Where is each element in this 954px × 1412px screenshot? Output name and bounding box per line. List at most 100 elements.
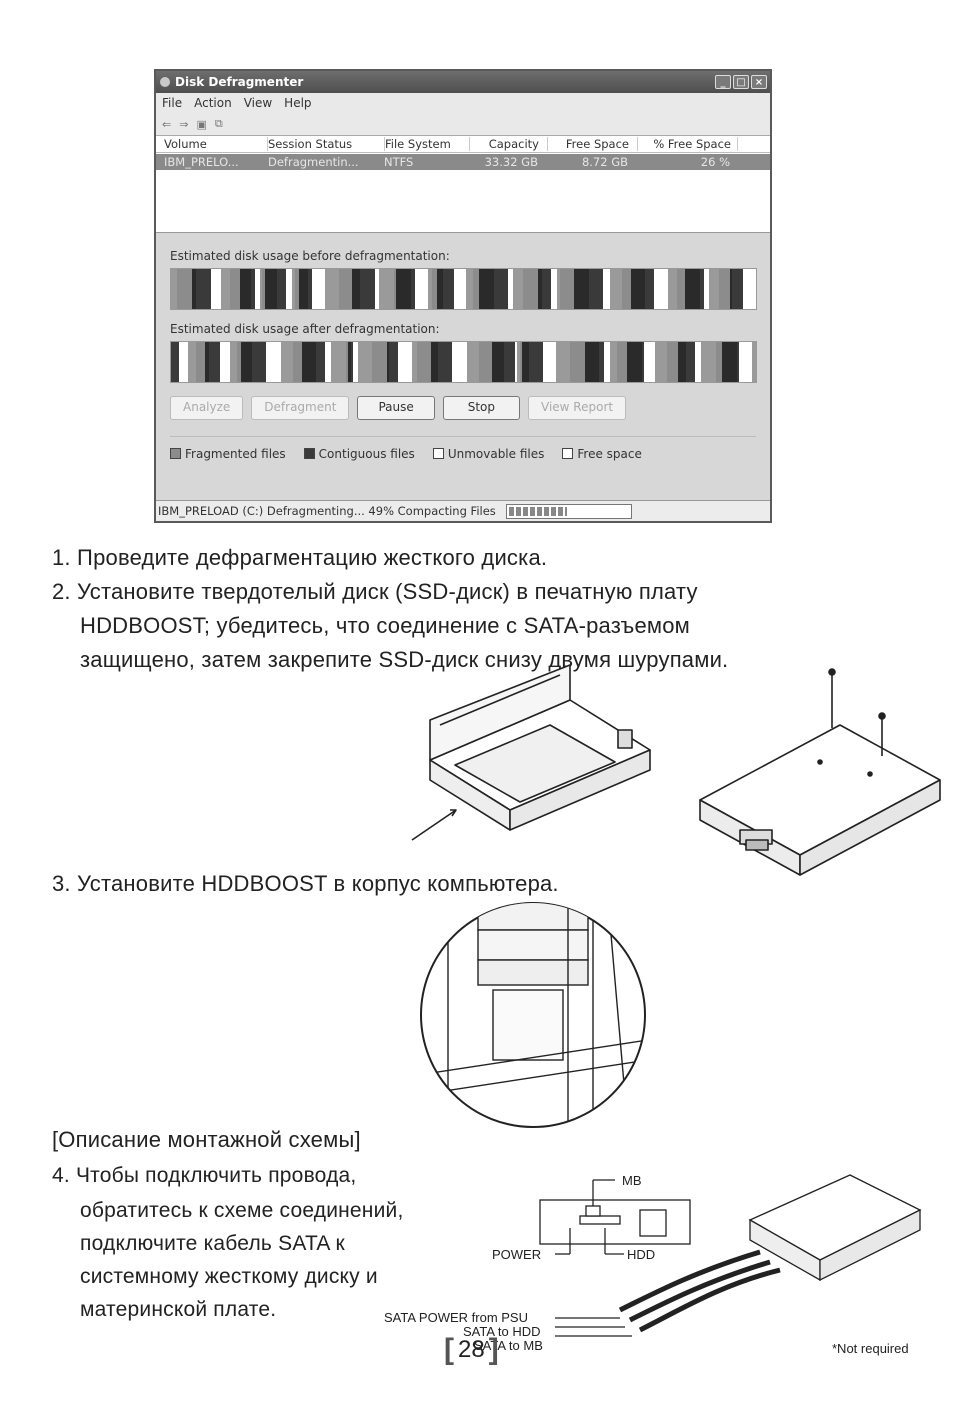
usage-segment bbox=[352, 269, 360, 309]
usage-segment bbox=[240, 269, 251, 309]
usage-segment bbox=[277, 269, 286, 309]
usage-segment bbox=[557, 269, 560, 309]
legend-unmovable: Unmovable files bbox=[432, 447, 545, 461]
maximize-button[interactable]: □ bbox=[733, 75, 749, 89]
usage-segment bbox=[237, 342, 241, 382]
forward-arrow-icon[interactable]: ⇒ bbox=[179, 117, 189, 131]
usage-segment bbox=[346, 342, 348, 382]
legend-free-label: Free space bbox=[577, 447, 642, 461]
view-report-button[interactable]: View Report bbox=[528, 396, 627, 420]
help-icon[interactable]: ⧉ bbox=[214, 117, 223, 130]
usage-segment bbox=[437, 269, 443, 309]
usage-segment bbox=[351, 342, 353, 382]
column-file-system[interactable]: File System bbox=[385, 137, 470, 151]
page-number-text: 28 bbox=[458, 1336, 485, 1363]
usage-segment bbox=[394, 269, 396, 309]
menu-help[interactable]: Help bbox=[284, 96, 312, 110]
usage-segment bbox=[375, 269, 379, 309]
progress-bar bbox=[505, 503, 632, 519]
menu-view[interactable]: View bbox=[243, 96, 273, 110]
usage-segment bbox=[353, 342, 358, 382]
app-icon bbox=[160, 77, 170, 87]
usage-segment bbox=[325, 342, 331, 382]
label-mb: MB bbox=[622, 1173, 642, 1188]
window-title: Disk Defragmenter bbox=[175, 75, 304, 89]
usage-segment bbox=[644, 342, 655, 382]
usage-segment bbox=[701, 342, 716, 382]
usage-segment bbox=[251, 269, 255, 309]
free-space-swatch bbox=[562, 448, 574, 459]
not-required-note: *Not required bbox=[832, 1341, 909, 1356]
usage-segment bbox=[262, 269, 265, 309]
usage-segment bbox=[221, 269, 230, 309]
step-4-text-2: обратитесь к схеме соединений, bbox=[80, 1199, 404, 1222]
usage-segment bbox=[522, 342, 529, 382]
usage-segment bbox=[492, 342, 504, 382]
usage-segment bbox=[515, 342, 517, 382]
usage-segment bbox=[523, 269, 538, 309]
usage-segment bbox=[479, 342, 492, 382]
label-sata-hdd: SATA to HDD bbox=[463, 1324, 541, 1339]
usage-segment bbox=[348, 342, 351, 382]
usage-segment bbox=[230, 269, 240, 309]
usage-segment bbox=[196, 269, 211, 309]
analyze-button[interactable]: Analyze bbox=[170, 396, 244, 420]
usage-segment bbox=[325, 269, 339, 309]
usage-segment bbox=[589, 269, 603, 309]
usage-segment bbox=[622, 269, 631, 309]
usage-segment bbox=[695, 342, 701, 382]
right-bracket-icon: ] bbox=[488, 1333, 499, 1366]
usage-segment bbox=[752, 342, 756, 382]
usage-segment bbox=[520, 342, 522, 382]
volume-row[interactable]: IBM_PRELO... Defragmentin... NTFS 33.32 … bbox=[156, 154, 770, 170]
minimize-button[interactable]: _ bbox=[715, 75, 731, 89]
usage-segment bbox=[389, 342, 398, 382]
usage-segment bbox=[654, 269, 668, 309]
step-4-text-4: системному жесткому диску и bbox=[80, 1265, 378, 1288]
legend: Fragmented files Contiguous files Unmova… bbox=[170, 436, 756, 461]
stop-button[interactable]: Stop bbox=[442, 396, 521, 420]
usage-segment bbox=[443, 269, 454, 309]
properties-icon[interactable]: ▣ bbox=[196, 117, 207, 131]
label-sata-power: SATA POWER from PSU bbox=[384, 1310, 528, 1325]
usage-segment bbox=[438, 342, 452, 382]
column-percent-free[interactable]: % Free Space bbox=[638, 137, 738, 151]
usage-segment bbox=[293, 342, 302, 382]
usage-segment bbox=[417, 342, 431, 382]
usage-segment bbox=[570, 342, 585, 382]
usage-segment bbox=[316, 342, 325, 382]
usage-segment bbox=[411, 269, 415, 309]
volume-list: Volume Session Status File System Capaci… bbox=[156, 136, 770, 233]
usage-segment bbox=[241, 342, 252, 382]
usage-segment bbox=[302, 342, 316, 382]
column-capacity[interactable]: Capacity bbox=[470, 137, 548, 151]
menu-file[interactable]: File bbox=[162, 96, 183, 110]
usage-segment bbox=[719, 269, 730, 309]
usage-segment bbox=[513, 269, 523, 309]
column-session-status[interactable]: Session Status bbox=[268, 137, 385, 151]
volume-name: IBM_PRELO... bbox=[164, 155, 239, 169]
close-button[interactable]: × bbox=[751, 75, 767, 89]
pause-button[interactable]: Pause bbox=[357, 396, 435, 420]
menu-action[interactable]: Action bbox=[194, 96, 232, 110]
usage-segment bbox=[171, 269, 177, 309]
usage-segment bbox=[432, 269, 437, 309]
usage-segment bbox=[542, 269, 551, 309]
column-volume[interactable]: Volume bbox=[156, 137, 268, 151]
usage-segment bbox=[556, 342, 570, 382]
legend-free: Free space bbox=[562, 447, 642, 461]
label-sata-mb: SATA to MB bbox=[474, 1338, 543, 1353]
usage-segment bbox=[358, 342, 372, 382]
wiring-diagram bbox=[539, 1174, 922, 1337]
usage-bar-after-graphic bbox=[171, 342, 756, 382]
back-arrow-icon[interactable]: ⇐ bbox=[162, 117, 172, 131]
usage-segment bbox=[599, 342, 604, 382]
step-4-line-3: подключите кабель SATA к bbox=[80, 1230, 345, 1256]
legend-unmovable-label: Unmovable files bbox=[447, 447, 545, 461]
defragment-button[interactable]: Defragment bbox=[251, 396, 350, 420]
usage-segment bbox=[617, 342, 627, 382]
step-4-text-5: материнской плате. bbox=[80, 1298, 277, 1321]
after-usage-label: Estimated disk usage after defragmentati… bbox=[170, 322, 440, 336]
usage-bar-before bbox=[170, 268, 757, 310]
column-free-space[interactable]: Free Space bbox=[548, 137, 638, 151]
